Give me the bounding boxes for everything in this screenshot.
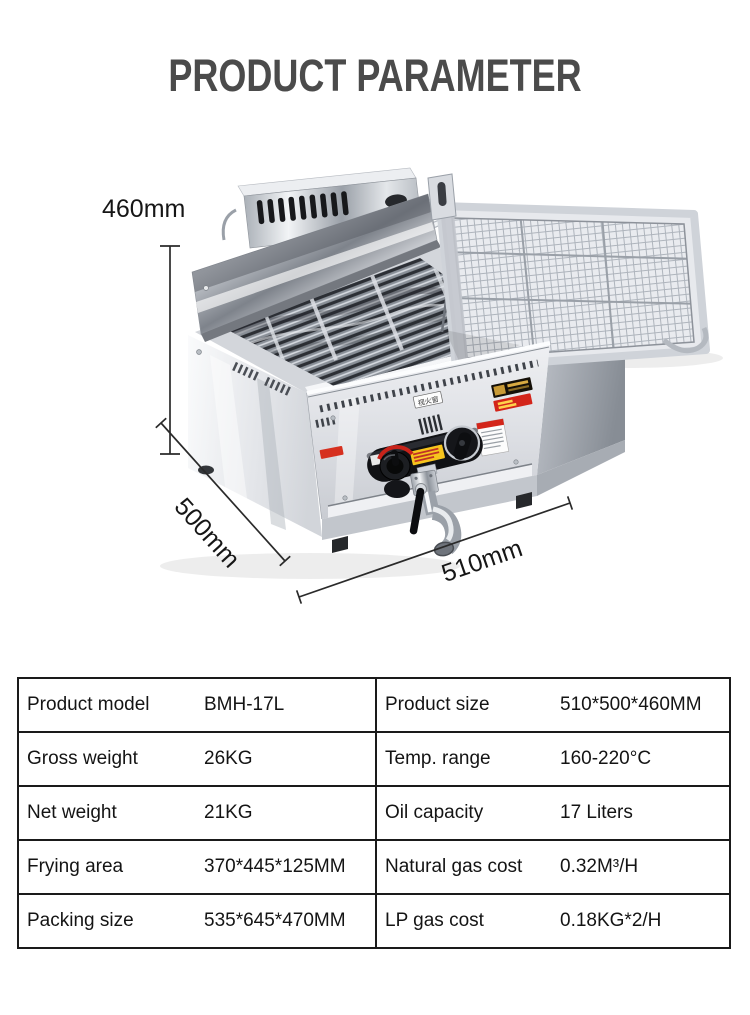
fryer-feet	[198, 465, 532, 553]
depth-dimension-line	[155, 417, 291, 567]
brand-sticker-gold	[491, 377, 533, 398]
spec-label: Product size	[375, 677, 560, 733]
table-row: Packing size 535*645*470MM LP gas cost 0…	[18, 893, 730, 949]
vent-hole-row	[319, 359, 539, 413]
splash-guard	[191, 193, 441, 342]
spec-value: 21KG	[204, 785, 376, 841]
page-title: PRODUCT PARAMETER	[168, 50, 582, 101]
control-knob-left	[377, 444, 414, 498]
spec-value: 510*500*460MM	[560, 677, 730, 733]
table-row: Net weight 21KG Oil capacity 17 Liters	[18, 785, 730, 841]
spec-value: BMH-17L	[204, 677, 376, 733]
oil-drain-faucet	[409, 463, 462, 557]
spec-label: Net weight	[18, 785, 204, 841]
spec-value: 0.32M³/H	[560, 839, 730, 895]
spec-value: 0.18KG*2/H	[560, 893, 730, 949]
height-dimension-line	[160, 245, 180, 455]
fryer-front-panel: 视火窗	[306, 341, 551, 557]
control-strip	[366, 425, 483, 498]
spec-value: 535*645*470MM	[204, 893, 376, 949]
table-row: Frying area 370*445*125MM Natural gas co…	[18, 839, 730, 895]
spec-value: 370*445*125MM	[204, 839, 376, 895]
width-dimension-line	[295, 496, 574, 604]
table-row: Product model BMH-17L Product size 510*5…	[18, 677, 730, 733]
spec-label: Temp. range	[375, 731, 560, 787]
height-dimension-label: 460mm	[102, 195, 185, 223]
spec-label: LP gas cost	[375, 893, 560, 949]
spec-value: 26KG	[204, 731, 376, 787]
spec-label: Natural gas cost	[375, 839, 560, 895]
spec-value: 160-220°C	[560, 731, 730, 787]
floor-shadow	[160, 553, 460, 579]
sticker-red-left	[319, 445, 344, 459]
spec-label: Packing size	[18, 893, 204, 949]
product-image: 视火窗	[102, 167, 723, 604]
control-knob-right	[443, 425, 481, 461]
fry-basket	[427, 173, 710, 372]
table-row: Gross weight 26KG Temp. range 160-220°C	[18, 731, 730, 787]
sticker-red-right	[493, 393, 533, 412]
spec-value: 17 Liters	[560, 785, 730, 841]
yellow-sticker	[410, 444, 445, 466]
dimension-annotations	[155, 245, 574, 604]
basket-hook	[662, 326, 709, 354]
spec-label: Product model	[18, 677, 204, 733]
fryer-left-side	[188, 335, 323, 537]
warning-label	[476, 418, 510, 457]
spec-label: Frying area	[18, 839, 204, 895]
spec-label: Gross weight	[18, 731, 204, 787]
viewing-window: 视火窗	[412, 391, 444, 435]
fryer-illustration: 视火窗	[160, 167, 723, 579]
spec-table: Product model BMH-17L Product size 510*5…	[17, 677, 731, 949]
spec-label: Oil capacity	[375, 785, 560, 841]
